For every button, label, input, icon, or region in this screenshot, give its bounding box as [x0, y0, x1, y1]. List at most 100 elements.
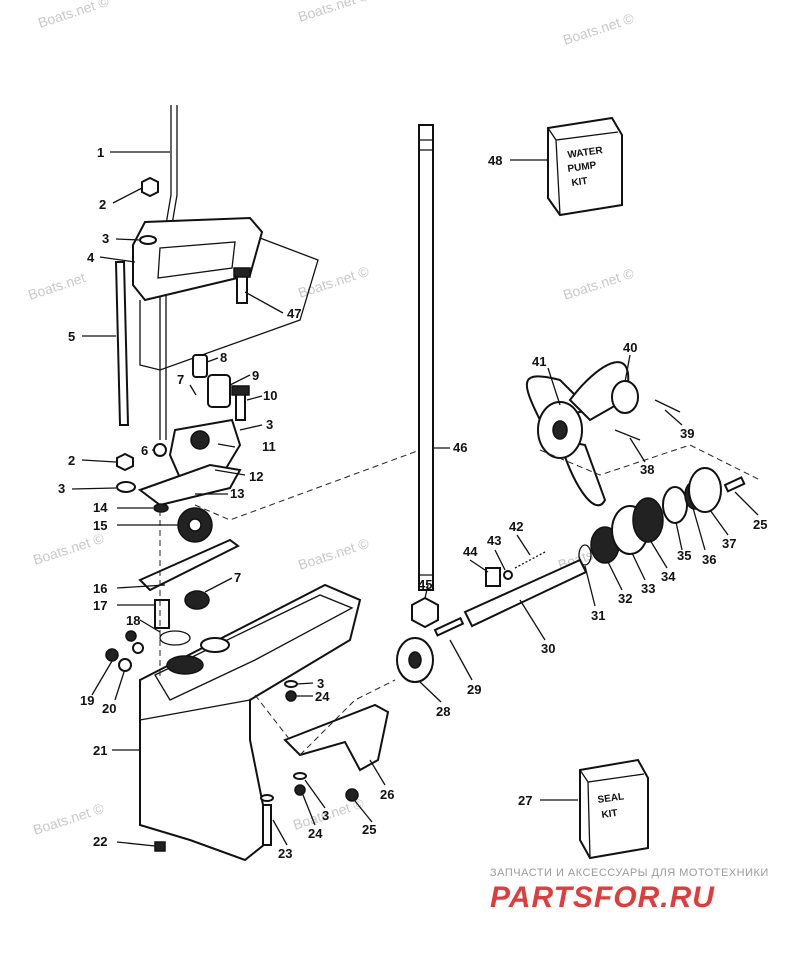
bolt-10: [235, 391, 246, 421]
screw-23: [262, 804, 272, 846]
callout: 1: [97, 145, 104, 160]
callout: 7: [177, 372, 184, 387]
trim-tab-parts: [260, 680, 390, 846]
callout: 2: [68, 453, 75, 468]
propeller: [525, 361, 681, 507]
watermark: Boats.net ©: [561, 10, 636, 48]
leader: [584, 565, 596, 607]
leader: [114, 671, 125, 701]
watermark: Boats.net ©: [31, 800, 106, 838]
callout: 40: [623, 340, 637, 355]
callout: 4: [87, 250, 95, 265]
fitting-19: [105, 648, 119, 662]
callout: 37: [722, 536, 736, 551]
pin: [433, 616, 465, 637]
callout: 19: [80, 693, 94, 708]
leader: [304, 779, 326, 809]
gearcase-edge: [139, 699, 251, 721]
leader: [709, 509, 729, 536]
leader: [71, 487, 117, 490]
o-ring-31: [578, 544, 592, 566]
leader: [607, 561, 623, 591]
leader: [419, 681, 442, 703]
gearcase-deck: [154, 594, 354, 701]
screw-24a: [285, 690, 297, 702]
leader: [217, 443, 236, 448]
detent-ball: [503, 570, 513, 580]
leader: [116, 841, 156, 847]
callouts: 1 2 3 4 5 47 48 8 9 7 10 3 6 11 2 12 3 1…: [58, 145, 767, 861]
fitting-20b: [132, 642, 144, 654]
dash-line: [299, 679, 396, 756]
nut-lower: [116, 452, 134, 472]
callout: 15: [93, 518, 107, 533]
callout: 16: [93, 581, 107, 596]
leader: [516, 534, 531, 556]
callout: 47: [287, 306, 301, 321]
leader: [204, 577, 233, 593]
gearcase-housing: [139, 583, 362, 862]
cover-plate-inner: [157, 241, 236, 279]
leader: [214, 469, 246, 476]
callout: 34: [661, 569, 676, 584]
spring: [514, 551, 546, 569]
leader: [206, 357, 219, 363]
watermark: Boats.net ©: [31, 530, 106, 568]
impeller: [177, 507, 213, 543]
forward-gear: [396, 637, 434, 683]
leader: [629, 437, 646, 463]
sleeve: [207, 374, 231, 408]
bolt-10-head: [231, 385, 250, 396]
propeller-bore: [552, 420, 568, 440]
washer-3a: [284, 680, 298, 688]
stud: [114, 261, 130, 426]
key: [154, 599, 170, 629]
pump-outlet: [190, 430, 210, 450]
fitting-19b: [125, 630, 137, 642]
callout: 33: [641, 581, 655, 596]
water-pump-kit-line2: PUMP: [567, 160, 597, 175]
water-pump-kit-edge: [547, 127, 619, 216]
brand-name: PARTSFOR.RU: [490, 881, 715, 914]
leader: [302, 794, 316, 826]
cover-plate: [132, 216, 264, 302]
leader: [692, 507, 706, 551]
callout: 11: [262, 439, 276, 454]
callout: 3: [102, 231, 109, 246]
seal-7: [184, 590, 210, 610]
leader: [91, 660, 113, 696]
o-ring: [153, 503, 169, 513]
watermark: Boats.net ©: [561, 265, 636, 303]
leader: [664, 409, 683, 426]
callout: 20: [102, 701, 116, 716]
callout: 32: [618, 591, 632, 606]
leader: [624, 354, 631, 383]
upper-assembly: [105, 105, 319, 672]
callout: 5: [68, 329, 75, 344]
leader: [631, 552, 646, 581]
drive-pin: [614, 429, 641, 441]
trim-tab: [283, 703, 390, 772]
cotter-pin: [654, 399, 681, 413]
leader: [99, 256, 136, 263]
driveshaft-bore: [200, 637, 230, 653]
nut: [141, 176, 159, 198]
leader: [547, 367, 561, 406]
housing-upper-outline: [139, 237, 319, 371]
leader: [675, 521, 683, 551]
callout: 35: [677, 548, 691, 563]
leader: [244, 291, 284, 314]
cap-25: [345, 788, 359, 802]
callout: 3: [266, 417, 273, 432]
callout: 39: [680, 426, 694, 441]
callout: 25: [753, 517, 767, 532]
screw-24b: [294, 784, 306, 796]
gearcase-body: [139, 583, 362, 862]
water-intake: [166, 655, 204, 675]
dash-line: [254, 694, 291, 741]
water-pump-kit-line1: WATER: [567, 145, 604, 161]
leader: [424, 584, 429, 599]
leader: [246, 395, 263, 401]
leader: [354, 800, 373, 823]
seal-kit-edge: [579, 769, 645, 859]
